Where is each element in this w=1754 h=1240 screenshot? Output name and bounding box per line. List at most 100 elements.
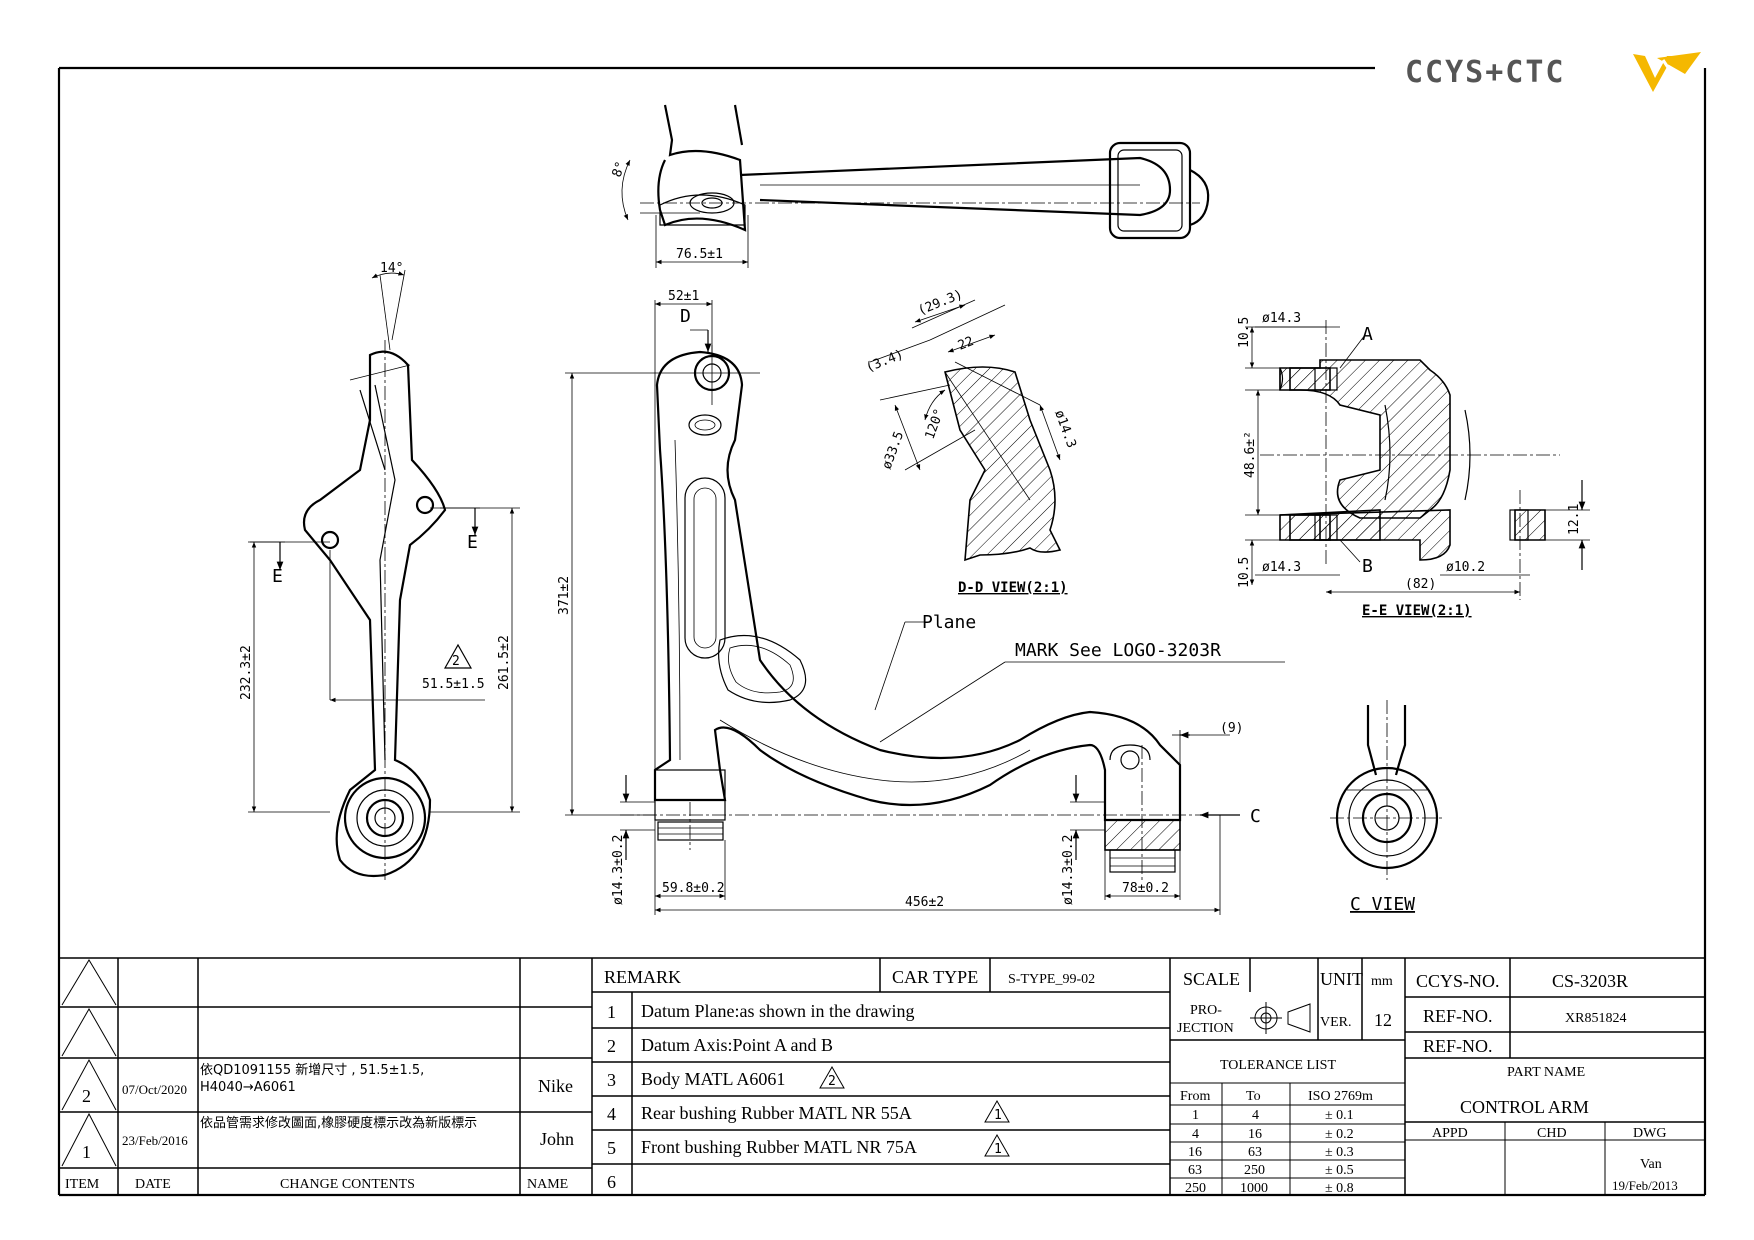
rev-header-item: ITEM [65,1177,100,1192]
tol-header-iso: ISO 2769m [1308,1089,1373,1104]
ref-no2-label: REF-NO. [1423,1036,1493,1056]
remark-text-5: Front bushing Rubber MATL NR 75A [641,1137,917,1157]
side-view: 14° E E 232.3±2 261.5±2 51.5±1.5 2 [239,261,520,880]
dim-dd-335: ø33.5 [880,429,907,471]
tol-header-to: To [1246,1089,1261,1104]
part-name-label: PART NAME [1507,1065,1585,1080]
warning-triangle-icon [984,1099,1010,1123]
tol-to-1: 4 [1252,1108,1259,1123]
unit-label: UNIT [1320,969,1363,989]
dim-front-456: 456±2 [905,895,944,910]
section-mark-d: D [680,306,691,327]
tol-to-2: 16 [1248,1127,1262,1142]
remark-warn-3: 2 [828,1074,836,1089]
title-c-view: C VIEW [1350,894,1415,915]
remark-warn-4: 1 [994,1108,1002,1123]
dim-side-angle: 14° [380,261,403,276]
dim-ee-102: ø10.2 [1446,560,1485,575]
dim-front-9: (9) [1220,721,1243,736]
dim-ee-105b: 10.5 [1237,557,1252,588]
logo-text: CCYS+CTC [1405,55,1566,90]
tol-val-4: ± 0.5 [1325,1163,1354,1178]
revision-triangle-icon [443,643,473,669]
tol-from-2: 4 [1192,1127,1199,1142]
tol-to-4: 250 [1244,1163,1265,1178]
dim-side-515: 51.5±1.5 [422,677,485,692]
dim-dd-120: 120° [923,407,948,442]
label-mark: MARK See LOGO-3203R [1015,640,1221,661]
logo-wing-icon [1657,52,1701,74]
tol-to-3: 63 [1248,1145,1262,1160]
remark-no-6: 6 [607,1172,616,1192]
tol-from-4: 63 [1188,1163,1202,1178]
dim-ee-105a: 10.5 [1237,317,1252,348]
remark-no-3: 3 [607,1070,616,1090]
warning-triangle-icon [819,1065,845,1089]
car-type-value: S-TYPE_99-02 [1008,972,1095,987]
rev-contents-2: 依QD1091155 新增尺寸 , 51.5±1.5, H4040→A6061 [200,1063,425,1095]
part-name-value: CONTROL ARM [1460,1097,1589,1117]
unit-value: mm [1371,974,1393,989]
rev-item-1: 1 [82,1142,91,1162]
rev-name-2: Nike [538,1076,573,1096]
dim-dd-22: 22 [956,334,976,354]
car-type-label: CAR TYPE [892,967,978,987]
dim-ee-121: 12.1 [1567,504,1582,535]
dd-view: (29.3) 22 (3.4) 120° ø33.5 ø14.3 D-D VIE… [864,287,1079,596]
tol-from-1: 1 [1192,1108,1199,1123]
dwg-name: Van [1640,1157,1662,1172]
title-block: 2 07/Oct/2020 依QD1091155 新增尺寸 , 51.5±1.5… [59,957,1705,1196]
rev-header-name: NAME [527,1177,568,1192]
remark-text-4: Rear bushing Rubber MATL NR 55A [641,1103,912,1123]
ref-no-label: REF-NO. [1423,1006,1493,1026]
remark-no-5: 5 [607,1138,616,1158]
dim-front-371: 371±2 [557,576,572,615]
dim-front-78: 78±0.2 [1122,881,1169,896]
company-logo: CCYS+CTC [1405,48,1705,100]
dim-side-232: 232.3±2 [239,645,254,700]
ccys-no-value: CS-3203R [1552,971,1628,991]
tol-from-5: 250 [1185,1181,1206,1196]
scale-label: SCALE [1183,969,1240,989]
rev-header-date: DATE [135,1177,171,1192]
dim-ee-143a: ø14.3 [1262,311,1301,326]
dim-top-width: 76.5±1 [676,247,723,262]
ee-view: 10.5 48.6±² 10.5 ø14.3 A ø14.3 B ø10.2 (… [1237,311,1590,619]
tol-to-5: 1000 [1240,1181,1268,1196]
dim-front-598: 59.8±0.2 [662,881,725,896]
remark-no-4: 4 [607,1104,616,1124]
remark-text-1: Datum Plane:as shown in the drawing [641,1001,914,1021]
tol-from-3: 16 [1188,1145,1202,1160]
remark-no-2: 2 [607,1036,616,1056]
projection-symbol-icon [1250,1002,1311,1034]
rev-name-1: John [540,1129,574,1149]
c-view: C VIEW [1330,700,1445,915]
tol-val-1: ± 0.1 [1325,1108,1354,1123]
remark-no-1: 1 [607,1002,616,1022]
title-ee-view: E-E VIEW(2:1) [1362,603,1472,619]
title-dd-view: D-D VIEW(2:1) [958,580,1068,596]
ccys-no-label: CCYS-NO. [1416,971,1500,991]
dim-top-angle: 8° [610,160,629,180]
ver-label: VER. [1320,1015,1352,1030]
dwg-date: 19/Feb/2013 [1612,1178,1678,1193]
tolerance-label: TOLERANCE LIST [1220,1058,1336,1073]
tol-header-from: From [1180,1089,1210,1104]
label-plane: Plane [922,612,976,633]
remark-label: REMARK [604,967,681,987]
dim-front-dia-left: ø14.3±0.2 [611,835,626,905]
section-mark-e-left: E [272,566,283,587]
logo-emblem-icon [1633,54,1673,92]
dim-front-52: 52±1 [668,289,699,304]
warning-triangle-icon [984,1133,1010,1157]
dim-ee-486: 48.6±² [1243,431,1258,478]
remark-text-3: Body MATL A6061 [641,1069,785,1089]
rev-item-2: 2 [82,1086,91,1106]
projection-label-2: JECTION [1177,1021,1234,1036]
rev-header-contents: CHANGE CONTENTS [280,1177,415,1192]
section-mark-c: C [1250,806,1261,827]
sheet-border [57,66,1707,1197]
dim-ee-82: (82) [1405,577,1436,592]
revision-triangle-label: 2 [452,654,460,669]
